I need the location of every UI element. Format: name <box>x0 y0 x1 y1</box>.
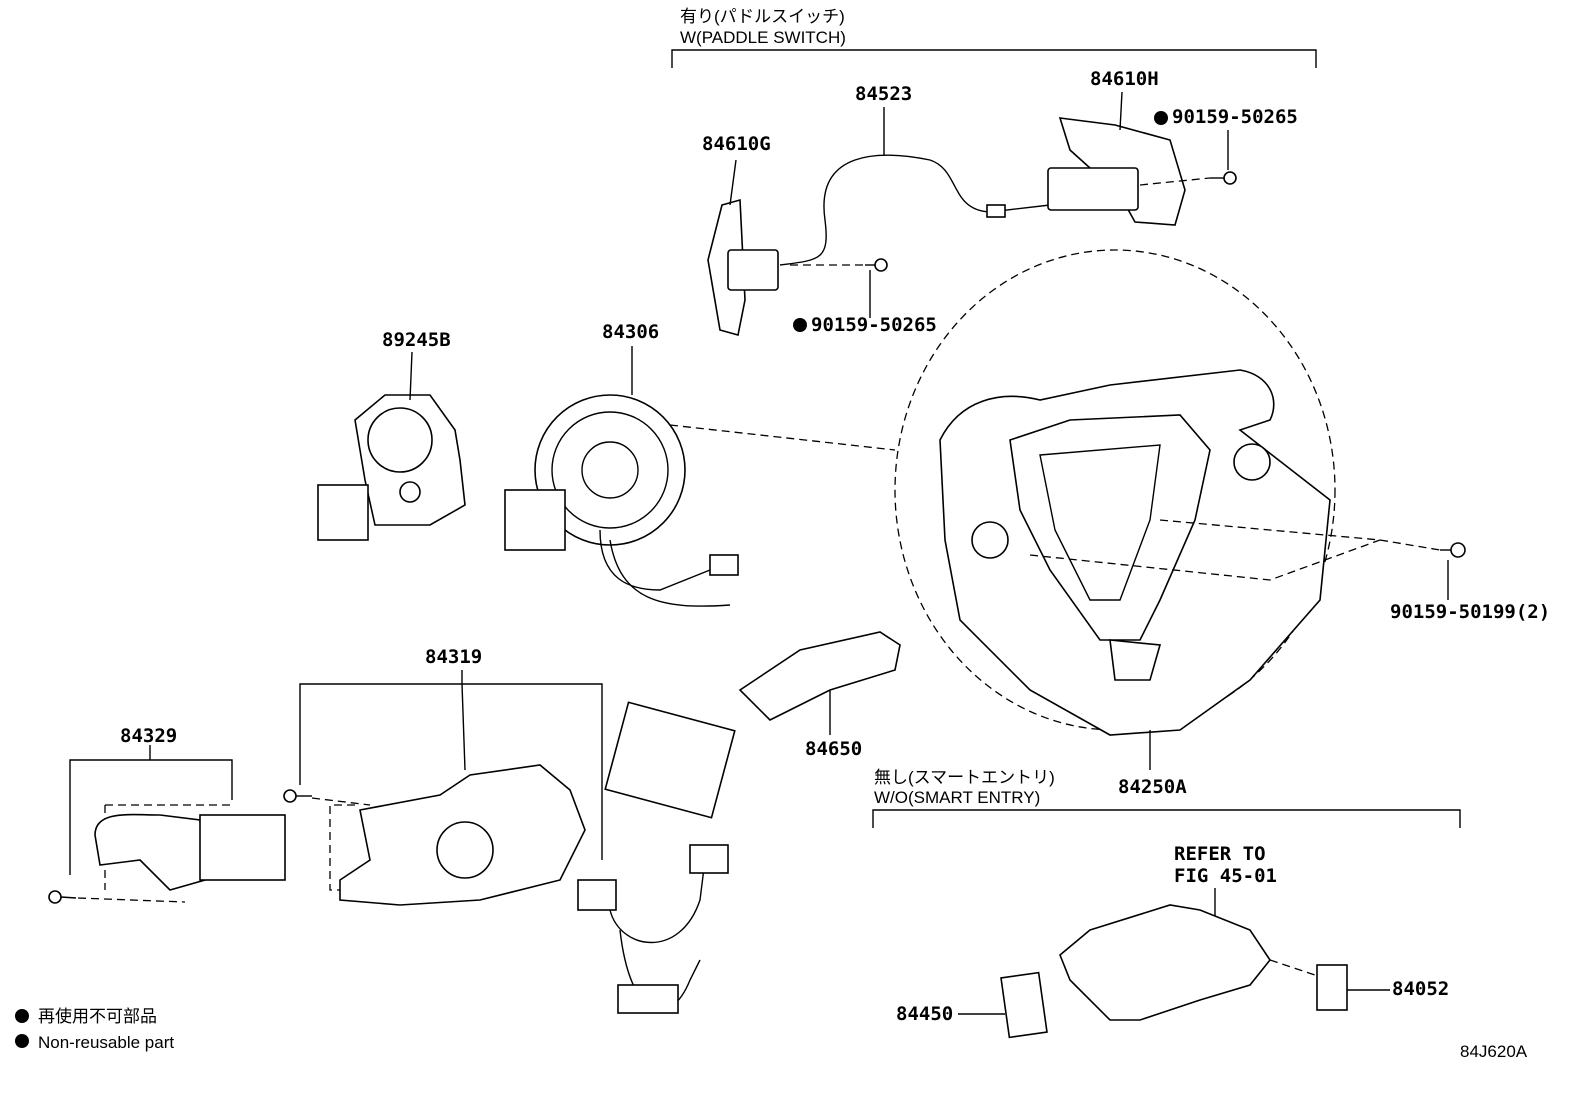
part-84319-bracket <box>299 683 603 860</box>
screw-icon <box>48 890 77 904</box>
non-reusable-dot-icon <box>15 1034 29 1048</box>
part-number-84523[interactable]: 84523 <box>855 83 912 105</box>
part-number-84052[interactable]: 84052 <box>1392 978 1449 1000</box>
figure-id: 84J620A <box>1460 1042 1528 1061</box>
transponder-part[interactable] <box>1000 971 1048 1039</box>
steering-wheel-part[interactable] <box>894 249 1336 736</box>
part-number-screw-a[interactable]: 90159-50265 <box>1172 106 1298 128</box>
part-number-84319[interactable]: 84319 <box>425 646 482 668</box>
part-number-84610G[interactable]: 84610G <box>702 133 771 155</box>
paddle-switch-bracket <box>671 49 1317 68</box>
harness-connector <box>986 204 1006 218</box>
spiral-cable-part[interactable] <box>504 394 739 607</box>
paddle-switch-label-jp: 有り(パドルスイッチ) <box>680 7 845 26</box>
legend-label-en: Non-reusable part <box>38 1033 174 1052</box>
paddle-right-part[interactable] <box>1047 117 1186 226</box>
refer-to-label[interactable]: REFER TO <box>1174 843 1266 865</box>
part-number-84306[interactable]: 84306 <box>602 321 659 343</box>
combination-switch-body-part[interactable] <box>339 764 586 906</box>
screw-icon <box>283 789 312 803</box>
paddle-harness-wire[interactable] <box>779 154 1051 266</box>
screw-icon <box>1440 542 1466 558</box>
switch-84052-part[interactable] <box>1316 964 1348 1011</box>
smart-entry-label-jp: 無し(スマートエントリ) <box>874 768 1055 787</box>
non-reusable-dot-icon <box>15 1009 29 1023</box>
paddle-left-part[interactable] <box>707 198 779 337</box>
part-number-89245B[interactable]: 89245B <box>382 329 451 351</box>
combination-switch-harness[interactable] <box>577 844 729 1014</box>
turn-signal-switch-part[interactable] <box>94 813 286 891</box>
non-reusable-dot-icon <box>1154 111 1168 125</box>
part-number-84450[interactable]: 84450 <box>896 1003 953 1025</box>
part-number-84610H[interactable]: 84610H <box>1090 68 1159 90</box>
refer-figure-label[interactable]: FIG 45-01 <box>1174 865 1277 887</box>
screw-icon <box>865 258 888 272</box>
steering-sensor-part[interactable] <box>317 394 466 541</box>
part-number-screw-b[interactable]: 90159-50265 <box>811 314 937 336</box>
part-84329-bracket <box>69 759 233 875</box>
smart-entry-label-en: W/O(SMART ENTRY) <box>874 788 1040 807</box>
part-number-screw-c[interactable]: 90159-50199(2) <box>1390 601 1550 623</box>
part-number-84650[interactable]: 84650 <box>805 738 862 760</box>
legend-label-jp: 再使用不可部品 <box>38 1006 157 1026</box>
screw-icon <box>1210 171 1237 185</box>
non-reusable-dot-icon <box>793 318 807 332</box>
ignition-lock-housing-part[interactable] <box>1059 904 1271 1021</box>
paddle-switch-label-en: W(PADDLE SWITCH) <box>680 28 846 47</box>
smart-entry-bracket <box>872 809 1461 828</box>
part-number-84250A[interactable]: 84250A <box>1118 776 1187 798</box>
part-number-84329[interactable]: 84329 <box>120 725 177 747</box>
wiper-switch-part[interactable] <box>604 631 901 819</box>
